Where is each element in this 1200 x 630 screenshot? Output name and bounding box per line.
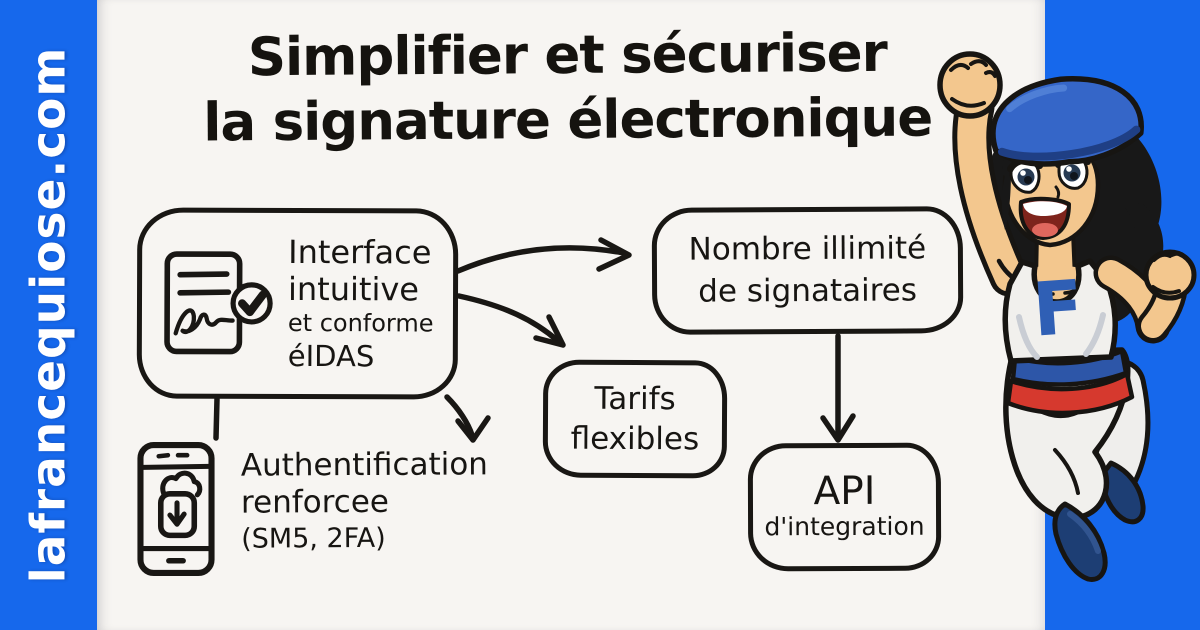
phone-lock-icon xyxy=(137,442,215,576)
feature-box-signers: Nombre illimité de signataires xyxy=(651,206,964,335)
arrowhead-pricing xyxy=(533,314,566,348)
interface-line-4: éIDAS xyxy=(287,338,375,374)
signed-document-icon xyxy=(164,250,273,354)
right-accent-strip xyxy=(1045,0,1200,630)
feature-box-pricing: Tarifs flexibles xyxy=(542,359,728,479)
signers-line-1: Nombre illimité xyxy=(688,230,927,268)
auth-line-1: Authentification xyxy=(240,446,488,484)
arrow-interface-to-signers xyxy=(455,245,627,274)
left-brand-strip: lafrancequiose.com xyxy=(0,0,97,630)
site-url-vertical: lafrancequiose.com xyxy=(21,46,76,584)
arrowhead-signers xyxy=(596,237,632,272)
arrowhead-auth xyxy=(455,415,491,443)
interface-line-3: et conforme xyxy=(287,309,434,338)
auth-note: Authentification renforcee (SM5, 2FA) xyxy=(241,446,489,556)
auth-line-2: renforcee xyxy=(240,484,390,521)
pricing-line-2: flexibles xyxy=(570,420,700,458)
arrowhead-api xyxy=(820,413,856,443)
line-interface-to-phone xyxy=(213,396,220,441)
arrow-interface-to-auth xyxy=(444,394,475,438)
feature-box-api: API d'integration xyxy=(747,442,942,572)
arrow-interface-to-pricing xyxy=(456,293,561,344)
auth-line-3: (SM5, 2FA) xyxy=(241,523,386,556)
page-title: Simplifier et sécuriser la signature éle… xyxy=(110,21,1026,157)
signers-line-2: de signataires xyxy=(698,271,918,310)
interface-line-1: Interface xyxy=(288,232,432,272)
pricing-line-1: Tarifs xyxy=(594,380,676,417)
api-line-2: d'integration xyxy=(764,512,925,542)
interface-line-2: intuitive xyxy=(287,269,420,308)
api-line-1: API xyxy=(813,468,876,514)
feature-box-interface: Interface intuitive et conforme éIDAS xyxy=(136,207,459,400)
title-line-1: Simplifier et sécuriser xyxy=(247,22,887,89)
title-line-2: la signature électronique xyxy=(203,87,933,154)
